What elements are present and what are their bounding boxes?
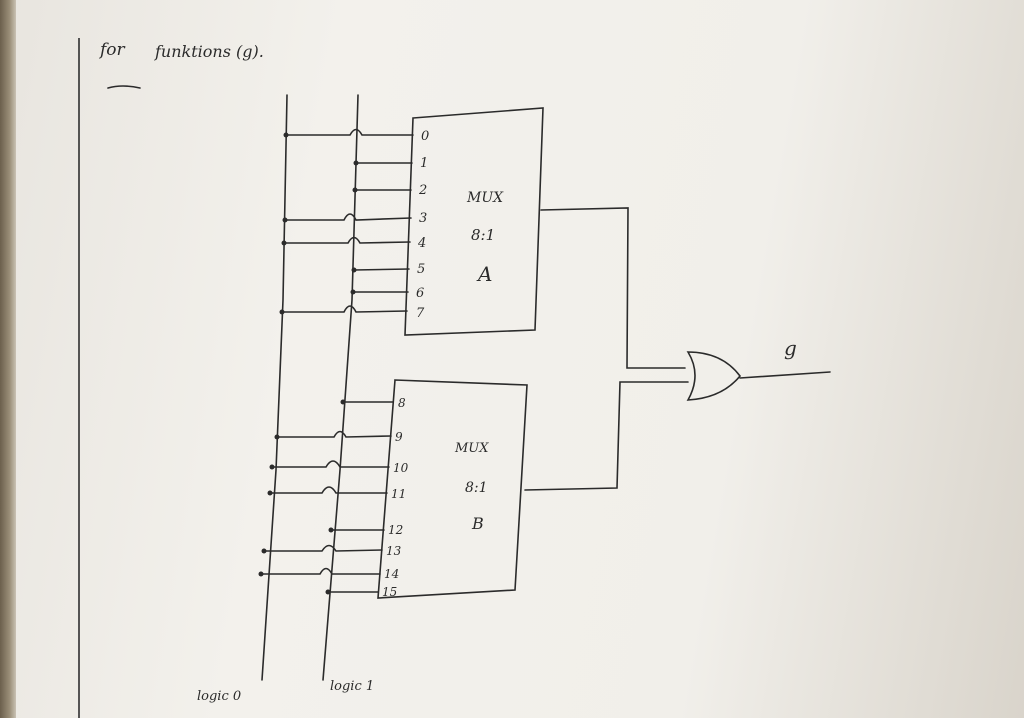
mux-a-title: MUX [466, 190, 504, 206]
mux-b-title: MUX [454, 441, 489, 456]
mux-a-input-label: 1 [420, 156, 428, 171]
mux-b-input-label: 14 [384, 567, 399, 581]
wire-b-9 [276, 430, 392, 438]
mux-b-input-label: 12 [388, 523, 403, 537]
heading-underline [107, 85, 141, 89]
mux-a-box [404, 107, 544, 336]
mux-a-input-label: 0 [421, 129, 429, 144]
mux-b-input-label: 9 [395, 430, 403, 444]
mux-b-input-label: 11 [391, 487, 406, 501]
mux-a-input-label: 2 [418, 183, 427, 198]
wire-a-3 [284, 213, 412, 221]
wire-b-13 [263, 544, 383, 552]
wire-b-11 [269, 486, 388, 494]
mux-a-input-label: 7 [416, 306, 425, 321]
mux-b-input-labels: 8 9 10 11 12 13 14 15 [382, 396, 409, 599]
heading-text: funktions (g). [155, 42, 264, 61]
mux-b-input-label: 15 [382, 585, 397, 599]
logic0-rail [261, 94, 288, 681]
mux-a-input-label: 5 [417, 262, 425, 277]
mux-b-box [377, 379, 528, 599]
output-label: g [784, 336, 797, 360]
wire-b-14 [260, 567, 381, 575]
logic1-label: logic 1 [330, 679, 374, 694]
mux-b-output-wire [524, 381, 689, 491]
mux-a-input-label: 4 [417, 236, 426, 251]
wire-a-0 [285, 128, 414, 136]
junction-dots [258, 132, 359, 595]
mux-a-input-labels: 0 1 2 3 4 5 6 7 [416, 129, 429, 321]
mux-b-input-label: 10 [393, 461, 409, 475]
mux-a-label: A [476, 262, 492, 286]
mux-a-input-label: 3 [419, 211, 427, 226]
logic0-label: logic 0 [197, 689, 241, 704]
mux-b-label: B [471, 514, 484, 533]
logic1-rail [322, 94, 359, 681]
wire-a-5 [353, 268, 410, 271]
wire-b-10 [271, 460, 390, 468]
mux-a-input-label: 6 [416, 286, 424, 301]
mux-a-size: 8:1 [471, 226, 495, 244]
or-output-wire [739, 371, 831, 379]
wire-a-7 [281, 305, 408, 313]
margin-line [78, 38, 80, 718]
or-gate [686, 351, 742, 401]
mux-b-size: 8:1 [465, 480, 488, 496]
wire-a-4 [283, 236, 411, 244]
notebook-binding [0, 0, 16, 718]
mux-a-output-wire [540, 207, 686, 369]
heading-prefix: for [100, 40, 125, 60]
mux-b-input-label: 8 [398, 396, 406, 410]
mux-b-input-label: 13 [386, 544, 402, 558]
